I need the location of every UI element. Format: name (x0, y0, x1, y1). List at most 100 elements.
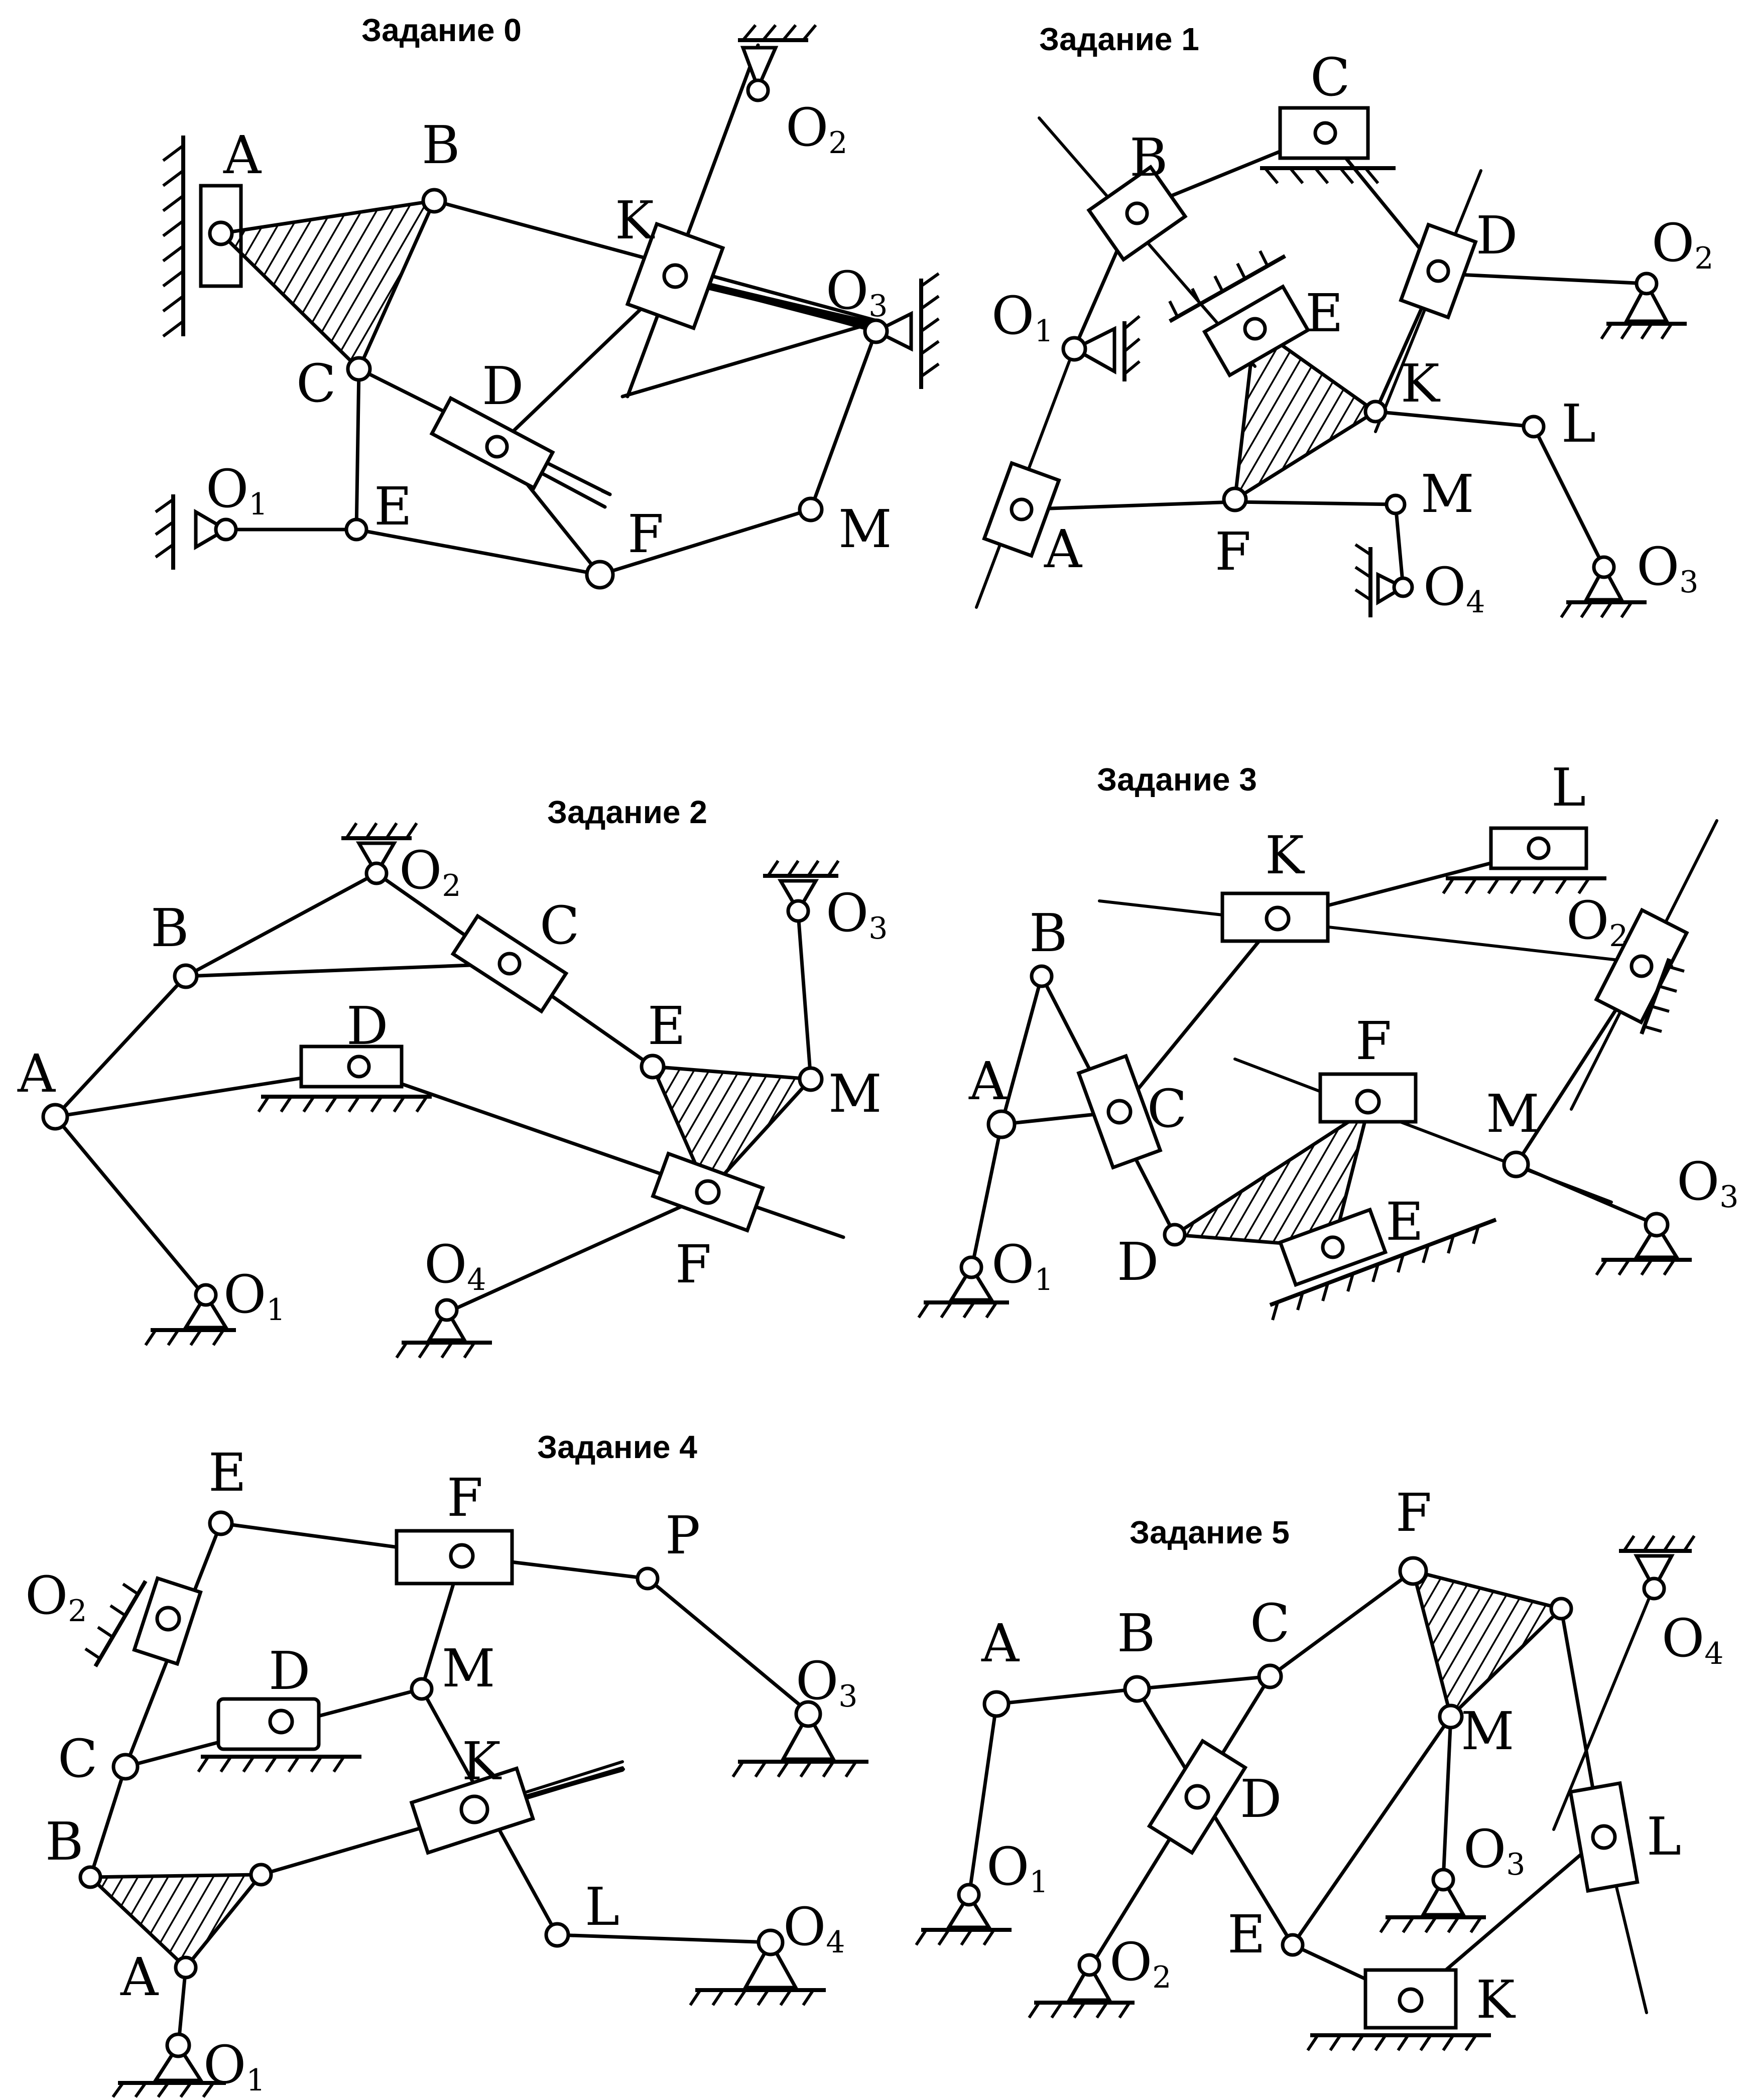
joint-b (1123, 1675, 1151, 1703)
joint-c (111, 1753, 140, 1781)
ground-o2 (1640, 958, 1671, 1035)
ground-o4 (689, 1938, 826, 2006)
label-c: C (1250, 1593, 1290, 1654)
link-b-c (1135, 1674, 1272, 1691)
label-o1: O1 (203, 2034, 265, 2098)
label-f: F (1355, 1010, 1392, 1072)
link-m-o3 (809, 329, 878, 511)
label-c: C (1310, 47, 1350, 108)
panel-title: Задание 0 (361, 12, 522, 48)
joint-e (1321, 1235, 1345, 1259)
label-o1: O1 (991, 1234, 1053, 1297)
joint-o1 (1061, 336, 1087, 362)
joint-a (1010, 497, 1034, 521)
ground-o3 (1560, 563, 1647, 618)
joint-c (497, 952, 522, 976)
joint-o4 (757, 1928, 785, 1956)
label-o2: O2 (786, 97, 847, 161)
ground-o1 (144, 1291, 236, 1346)
label-f: F (675, 1234, 711, 1295)
label-b: B (45, 1811, 83, 1872)
panel-title: Задание 2 (547, 794, 707, 830)
ground-o4 (1619, 1535, 1696, 1593)
label-m: M (442, 1638, 495, 1699)
joint-o1 (957, 1883, 981, 1907)
panel-zadanie-5: Задание 5 (915, 1482, 1723, 2051)
label-o4: O4 (1423, 556, 1485, 620)
label-a: A (17, 1043, 56, 1104)
joint-a (208, 220, 234, 246)
joint-e (344, 517, 368, 542)
joint-k (1363, 400, 1388, 424)
label-m: M (1421, 463, 1474, 524)
joint-e (1243, 317, 1267, 341)
joint-m (1438, 1703, 1464, 1730)
joint-k (1265, 905, 1291, 932)
link-a-o1 (969, 1122, 1004, 1272)
guide-o4 (1552, 1585, 1656, 1831)
label-k: K (1401, 353, 1441, 414)
joint-c (346, 356, 372, 382)
ground-o3 (731, 1710, 868, 1778)
guide-d-f (357, 1067, 845, 1239)
label-c: C (296, 353, 336, 414)
joint-f (585, 560, 615, 590)
ground-o3 (1595, 1221, 1692, 1276)
label-l: L (1561, 393, 1596, 454)
joint-e (640, 1054, 666, 1080)
joint-o1 (214, 517, 238, 542)
joint-o2 (1630, 954, 1654, 978)
ground-o3 (872, 272, 940, 389)
joint-o4 (1642, 1577, 1666, 1601)
panel-zadanie-2: Задание 2 (17, 794, 888, 1359)
joint-m (798, 1066, 824, 1092)
label-b: B (1130, 127, 1168, 188)
label-a: A (981, 1613, 1020, 1674)
joint-b (1125, 201, 1149, 225)
joint-a (174, 1955, 198, 1980)
joint-o2 (155, 1606, 181, 1632)
panel-title: Задание 5 (1130, 1514, 1290, 1550)
label-l: L (1551, 757, 1586, 818)
ground-o3 (1379, 1876, 1486, 1933)
joint-f (695, 1179, 721, 1205)
rigid-triangle-ab (86, 1873, 265, 1971)
label-d: D (482, 355, 524, 417)
label-m: M (828, 1063, 882, 1124)
ground-o4 (1354, 543, 1407, 617)
joint-m (410, 1677, 434, 1701)
label-k: K (1476, 1969, 1516, 2030)
label-o1: O1 (991, 285, 1053, 349)
ground-o1 (915, 1891, 1012, 1946)
joint-o2 (364, 861, 389, 885)
label-o4: O4 (1662, 1608, 1723, 1671)
link-c-f (1268, 1569, 1415, 1678)
joint-o2 (1635, 272, 1659, 296)
link-a-o1 (967, 1702, 998, 1899)
joint-f (1355, 1089, 1381, 1115)
rigid-triangle-def (1169, 1105, 1371, 1249)
joint-k (662, 263, 688, 289)
label-a: A (223, 124, 262, 186)
label-d: D (1240, 1768, 1282, 1829)
link-l-o4 (555, 1933, 773, 1944)
panel-zadanie-1: Задание 1 (975, 21, 1713, 620)
link-e-f (354, 528, 602, 577)
panel-title: Задание 4 (537, 1429, 697, 1465)
label-m: M (1486, 1083, 1540, 1144)
joint-d (1426, 259, 1450, 283)
label-k: K (1265, 825, 1305, 886)
label-f: F (1215, 521, 1251, 582)
link-m-o3 (1514, 1162, 1659, 1227)
label-o2: O2 (25, 1565, 87, 1629)
label-m: M (838, 498, 892, 560)
label-o4: O4 (783, 1896, 845, 1960)
label-o2: O2 (1652, 212, 1713, 276)
label-o3: O3 (826, 260, 888, 324)
label-e: E (374, 476, 412, 537)
rigid-triangle-efk (1232, 323, 1379, 503)
joint-c (1313, 121, 1337, 145)
link-e-m (1291, 1715, 1453, 1947)
